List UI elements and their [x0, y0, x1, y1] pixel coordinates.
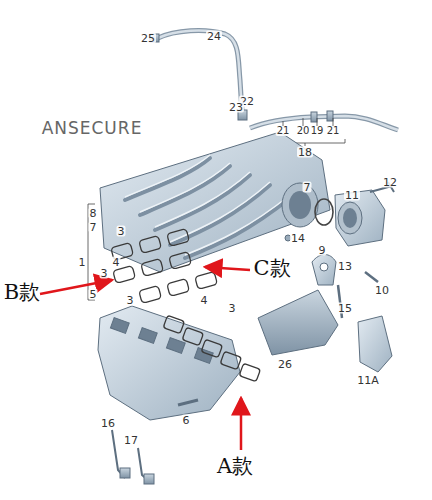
callout-number: 3	[117, 226, 126, 237]
variant-label: B款	[3, 282, 41, 303]
callout-number: 7	[89, 222, 98, 233]
variant-label: A款	[216, 456, 254, 477]
callout-number: 12	[382, 177, 398, 188]
callout-number: 11	[344, 190, 360, 201]
callout-number: 25	[140, 33, 156, 44]
callout-number: 8	[89, 208, 98, 219]
callout-number: 14	[290, 233, 306, 244]
callout-number: 6	[182, 415, 191, 426]
callout-number: 19	[310, 126, 325, 136]
callout-number: 24	[206, 31, 222, 42]
callout-number: 3	[126, 295, 135, 306]
callout-number: 3	[228, 303, 237, 314]
callout-number: 16	[100, 418, 116, 429]
callout-number: 13	[337, 261, 353, 272]
callout-number: 7	[303, 182, 312, 193]
callout-number: 9	[318, 245, 327, 256]
callout-number: 1	[78, 257, 87, 268]
variant-label: C款	[252, 258, 291, 279]
callout-number: 21	[326, 126, 341, 136]
callout-number: 17	[123, 435, 139, 446]
callout-number: 15	[337, 303, 353, 314]
callout-number: 10	[374, 285, 390, 296]
callout-number: 4	[112, 257, 121, 268]
callout-number: 18	[297, 147, 313, 158]
callout-number: 5	[89, 289, 98, 300]
callout-number: 4	[200, 295, 209, 306]
callout-number: 11A	[356, 375, 380, 386]
callout-number: 26	[277, 359, 293, 370]
callout-number: 23	[228, 102, 244, 113]
callout-number: 21	[276, 126, 291, 136]
callout-number: 20	[296, 126, 311, 136]
callout-number: 3	[100, 268, 109, 279]
watermark: ANSECURE	[41, 120, 144, 137]
